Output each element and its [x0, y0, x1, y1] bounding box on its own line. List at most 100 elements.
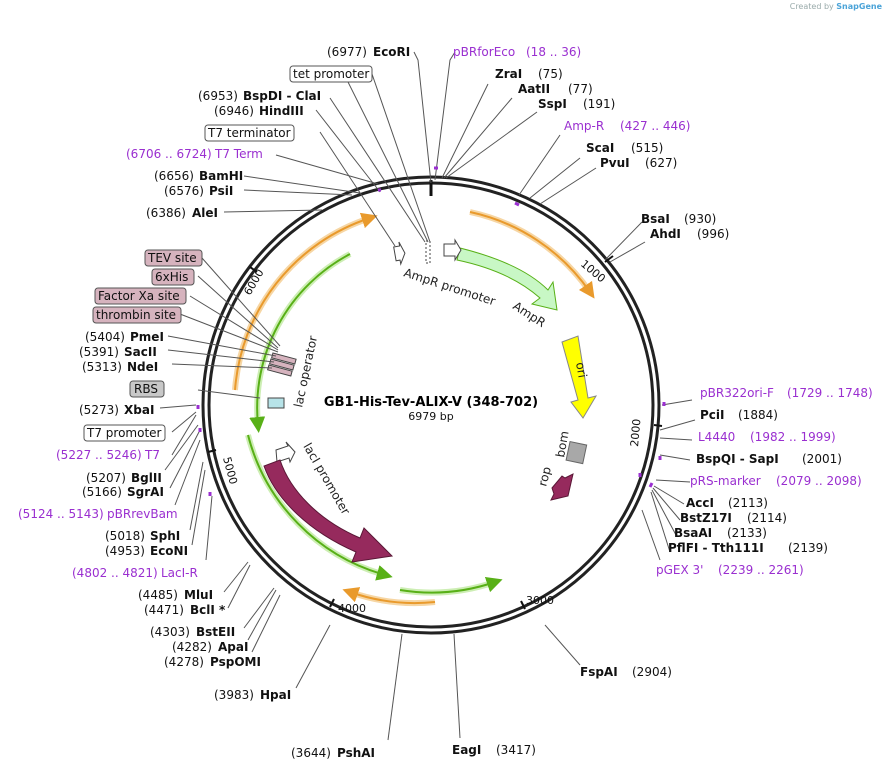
box-tev-site[interactable]: TEV site	[144, 249, 203, 267]
enzyme-hpai[interactable]: (3983)HpaI	[214, 688, 291, 702]
primer-t7-term[interactable]: (6706 .. 6724)T7 Term	[126, 147, 263, 161]
svg-text:(2079 .. 2098): (2079 .. 2098)	[776, 474, 862, 488]
enzyme-xbai[interactable]: (5273)XbaI	[79, 403, 154, 417]
svg-text:(5207): (5207)	[86, 471, 126, 485]
enzyme-bsaai[interactable]: BsaAI(2133)	[674, 526, 767, 540]
enzyme-pflfi-tth111i[interactable]: PflFI - Tth111I(2139)	[668, 541, 828, 555]
svg-text:EcoRI: EcoRI	[373, 45, 410, 59]
primer-l4440[interactable]: L4440(1982 .. 1999)	[698, 430, 836, 444]
svg-text:pGEX 3': pGEX 3'	[656, 563, 703, 577]
svg-text:EagI: EagI	[452, 743, 481, 757]
svg-text:EcoNI: EcoNI	[150, 544, 188, 558]
primer-amp-r[interactable]: Amp-R(427 .. 446)	[564, 119, 690, 133]
enzyme-bspqi-sapi[interactable]: BspQI - SapI(2001)	[696, 452, 842, 466]
primer-pbr322ori-f[interactable]: pBR322ori-F (1729 .. 1748)	[700, 386, 873, 400]
ampr-feature	[456, 247, 558, 311]
tick-2000	[653, 424, 663, 427]
primer-prs-marker[interactable]: pRS-marker(2079 .. 2098)	[690, 474, 862, 488]
enzyme-hindiii[interactable]: (6946)HindIII	[214, 104, 304, 118]
enzyme-alei[interactable]: (6386) AleI	[146, 206, 218, 220]
svg-text:tet promoter: tet promoter	[293, 67, 369, 81]
primer-pbrrevbam[interactable]: (5124 .. 5143)pBRrevBam	[18, 507, 178, 521]
enzyme-mlui[interactable]: (4485)MluI	[138, 588, 213, 602]
svg-text:(5313): (5313)	[82, 360, 122, 374]
enzyme-bstz17i[interactable]: BstZ17I(2114)	[680, 511, 787, 525]
enzyme-sacii[interactable]: (5391)SacII	[79, 345, 157, 359]
enzyme-zrai[interactable]: ZraI(75)	[495, 67, 563, 81]
enzyme-ndei[interactable]: (5313) NdeI	[82, 360, 158, 374]
svg-text:AccI: AccI	[686, 496, 714, 510]
svg-text:(4282): (4282)	[172, 640, 212, 654]
enzyme-ecori[interactable]: (6977)EcoRI	[327, 45, 410, 59]
enzyme-pshai[interactable]: (3644)PshAI	[291, 746, 375, 760]
svg-text:pBR322ori-F: pBR322ori-F	[700, 386, 774, 400]
orf-arc-bottom-green-line	[399, 577, 503, 594]
enzyme-sgrai[interactable]: (5166)SgrAI	[82, 485, 164, 499]
svg-text:PsiI: PsiI	[209, 184, 233, 198]
enzyme-eagi[interactable]: EagI(3417)	[452, 743, 536, 757]
svg-text:AatII: AatII	[518, 82, 550, 96]
enzyme-psii[interactable]: (6576)PsiI	[164, 184, 233, 198]
enzyme-fspai[interactable]: FspAI(2904)	[580, 665, 672, 679]
svg-text:(427 .. 446): (427 .. 446)	[620, 119, 690, 133]
enzyme-pmei[interactable]: (5404)PmeI	[85, 330, 164, 344]
svg-text:T7 Term: T7 Term	[214, 147, 263, 161]
svg-text:AleI: AleI	[192, 206, 218, 220]
svg-text:thrombin site: thrombin site	[96, 308, 176, 322]
enzyme-bsai[interactable]: BsaI(930)	[641, 212, 716, 226]
lac-operator-label: lac operator	[291, 335, 320, 409]
enzyme-acci[interactable]: AccI (2113)	[686, 496, 768, 510]
enzyme-aatii[interactable]: AatII(77)	[518, 82, 593, 96]
svg-text:HindIII: HindIII	[259, 104, 304, 118]
enzyme-bcli[interactable]: (4471)BclI *	[144, 603, 226, 617]
box-rbs[interactable]: RBS	[129, 380, 165, 398]
svg-text:(18 .. 36): (18 .. 36)	[526, 45, 581, 59]
svg-text:PmeI: PmeI	[130, 330, 164, 344]
svg-text:(191): (191)	[583, 97, 615, 111]
enzyme-bglii[interactable]: (5207)BglII	[86, 471, 162, 485]
enzyme-pcii[interactable]: PciI(1884)	[700, 408, 778, 422]
enzyme-bspdi-clai[interactable]: (6953)BspDI - ClaI	[198, 89, 321, 103]
svg-text:LacI-R: LacI-R	[161, 566, 198, 580]
svg-text:BclI *: BclI *	[190, 603, 226, 617]
svg-text:(1729 .. 1748): (1729 .. 1748)	[787, 386, 873, 400]
svg-text:(2113): (2113)	[728, 496, 768, 510]
svg-text:(6386): (6386)	[146, 206, 186, 220]
svg-text:NdeI: NdeI	[127, 360, 158, 374]
enzyme-bsteii[interactable]: (4303)BstEII	[150, 625, 235, 639]
primer-pgex3[interactable]: pGEX 3' (2239 .. 2261)	[656, 563, 804, 577]
svg-text:(2239 .. 2261): (2239 .. 2261)	[718, 563, 804, 577]
box-tet-promoter[interactable]: tet promoter	[289, 65, 373, 83]
orf-arc-lower-green-line	[247, 434, 393, 581]
svg-text:XbaI: XbaI	[124, 403, 154, 417]
box-6xhis[interactable]: 6xHis	[151, 268, 195, 286]
enzyme-ahdi[interactable]: AhdI(996)	[650, 227, 729, 241]
enzyme-sphi[interactable]: (5018)SphI	[105, 529, 180, 543]
svg-text:pBRrevBam: pBRrevBam	[107, 507, 178, 521]
primer-pbrforeco[interactable]: pBRforEco(18 .. 36)	[453, 45, 581, 59]
svg-text:RBS: RBS	[134, 382, 158, 396]
site-glyphs	[267, 352, 297, 377]
enzyme-sspi[interactable]: SspI(191)	[538, 97, 615, 111]
box-factor-xa-site[interactable]: Factor Xa site	[94, 287, 187, 305]
primer-t7[interactable]: (5227 .. 5246)T7	[56, 448, 160, 462]
primer-labels: pBRforEco(18 .. 36) Amp-R(427 .. 446) pB…	[18, 45, 873, 580]
enzyme-scai[interactable]: ScaI(515)	[586, 141, 663, 155]
svg-text:(2001): (2001)	[802, 452, 842, 466]
enzyme-pspomi[interactable]: (4278)PspOMI	[164, 655, 261, 669]
enzyme-apai[interactable]: (4282)ApaI	[172, 640, 248, 654]
svg-text:BstEII: BstEII	[196, 625, 235, 639]
box-t7-terminator[interactable]: T7 terminator	[204, 124, 295, 142]
enzyme-bamhi[interactable]: (6656)BamHI	[154, 169, 243, 183]
enzyme-pvui[interactable]: PvuI(627)	[600, 156, 677, 170]
svg-text:FspAI: FspAI	[580, 665, 618, 679]
enzyme-econi[interactable]: (4953)EcoNI	[105, 544, 188, 558]
tick-5000	[207, 449, 217, 453]
box-thrombin-site[interactable]: thrombin site	[92, 306, 182, 324]
svg-text:ScaI: ScaI	[586, 141, 614, 155]
primer-laci-r[interactable]: (4802 .. 4821)LacI-R	[72, 566, 198, 580]
box-t7-promoter[interactable]: T7 promoter	[83, 424, 166, 442]
svg-text:SgrAI: SgrAI	[127, 485, 164, 499]
svg-text:(5227 .. 5246): (5227 .. 5246)	[56, 448, 142, 462]
tick-label-4000: 4000	[338, 602, 366, 615]
